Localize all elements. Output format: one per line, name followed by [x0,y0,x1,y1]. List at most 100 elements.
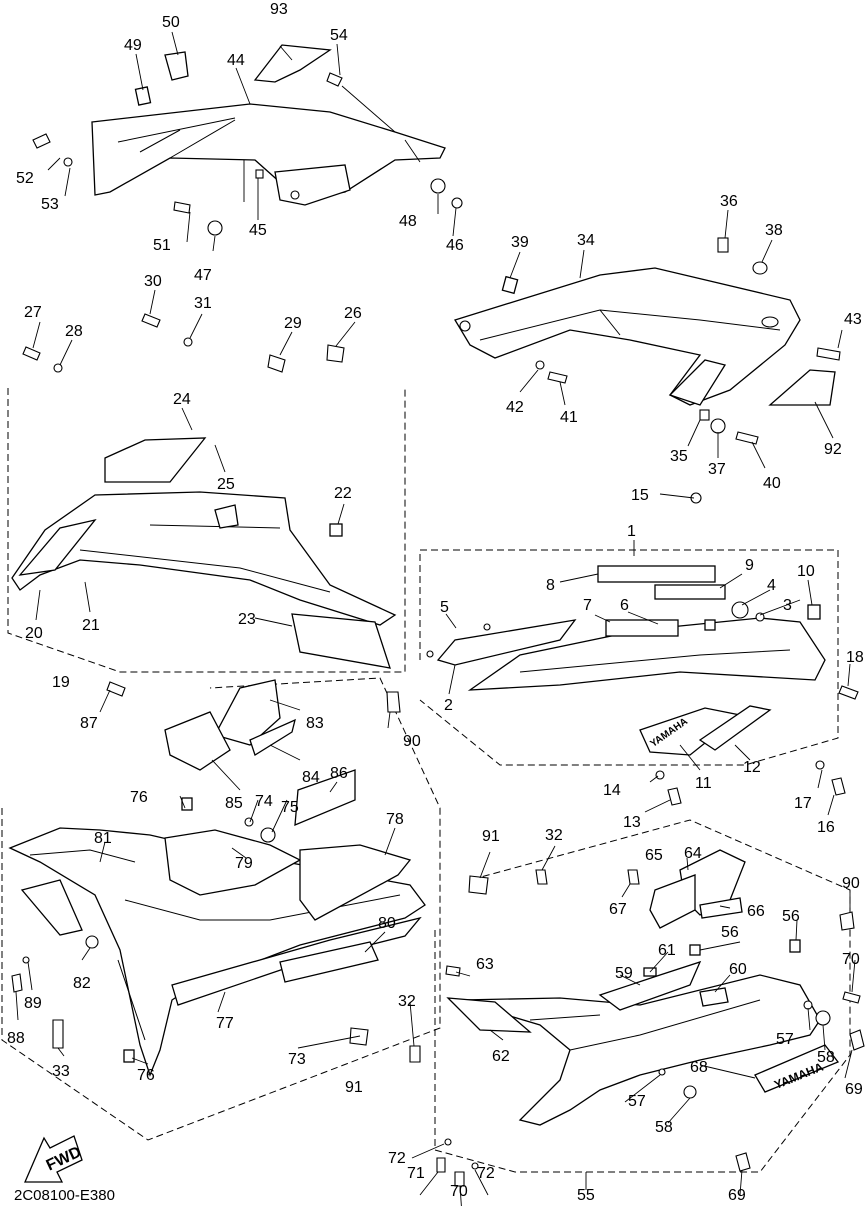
label-part-1: 1 [627,523,636,540]
screw-51 [173,201,191,214]
washer-31 [183,337,193,347]
grommet-75 [260,827,276,843]
diagram-code: 2C08100-E380 [14,1187,115,1204]
screw-63 [445,965,461,977]
label-part-59: 59 [615,965,633,982]
clip-56-upper [789,939,801,953]
washer-89 [22,956,30,964]
reflector-92 [768,369,836,406]
label-part-23: 23 [238,611,256,628]
duct-78 [299,844,412,921]
label-part-73: 73 [288,1051,306,1068]
label-part-27: 27 [24,304,42,321]
label-part-31: 31 [194,295,212,312]
side-cowl-panel [11,491,397,626]
label-part-80: 80 [378,915,396,932]
label-part-19: 19 [52,674,70,691]
label-part-15: 15 [631,487,649,504]
washer-42 [535,360,545,370]
label-part-61: 61 [658,942,676,959]
label-part-29: 29 [284,315,302,332]
lower-cowl-assembly [409,849,865,1187]
label-part-93: 93 [270,1,288,18]
group-boundaries [1,388,851,1173]
label-part-53: 53 [41,196,59,213]
label-part-72b: 72 [477,1165,495,1182]
label-part-24: 24 [173,391,191,408]
label-part-36: 36 [720,193,738,210]
label-part-83: 83 [306,715,324,732]
pad-66 [699,897,743,919]
label-part-88: 88 [7,1030,25,1047]
bolt-18 [838,685,859,700]
label-part-55: 55 [577,1187,595,1204]
label-part-6: 6 [620,597,629,614]
screw-27 [22,346,41,361]
side-cover-assembly [454,237,841,445]
screw-67 [627,869,640,885]
washer-14 [655,770,665,780]
label-part-70a: 70 [842,951,860,968]
panel-62 [446,997,532,1033]
label-part-14: 14 [603,782,621,799]
seal-23 [291,613,391,669]
washer-72-upper [444,1138,452,1146]
label-part-71: 71 [407,1165,425,1182]
label-part-81: 81 [94,830,112,847]
label-part-60: 60 [729,961,747,978]
label-part-51: 51 [153,237,171,254]
label-part-77: 77 [216,1015,234,1032]
label-part-48: 48 [399,213,417,230]
bracket-84 [249,718,296,756]
label-part-66: 66 [747,903,765,920]
washer-53 [63,157,73,167]
label-part-42: 42 [506,399,524,416]
bolt-90-upper [386,691,401,713]
label-part-86: 86 [330,765,348,782]
label-part-57b: 57 [628,1093,646,1110]
bolt-90-lower [839,911,855,931]
label-part-39: 39 [511,234,529,251]
label-part-69a: 69 [845,1081,863,1098]
label-part-22: 22 [334,485,352,502]
label-part-67: 67 [609,901,627,918]
collar-35 [699,409,710,421]
label-part-56b: 56 [721,924,739,941]
washer-17 [815,760,825,770]
label-part-34: 34 [577,232,595,249]
bolt-87 [106,681,126,697]
grommet-82 [85,935,99,949]
label-part-91a: 91 [482,828,500,845]
panel-79 [164,829,302,896]
collar-6 [704,619,716,631]
label-part-82: 82 [73,975,91,992]
label-part-30: 30 [144,273,162,290]
label-part-65: 65 [645,847,663,864]
upper-cowl-bracket [274,164,351,206]
screw-32-lower [409,1045,421,1063]
label-part-76a: 76 [130,789,148,806]
clip-50 [164,51,189,81]
grommet-37 [710,418,726,434]
bracket-65 [649,874,696,929]
bracket-85 [164,711,231,771]
label-part-38: 38 [765,222,783,239]
screw-70-upper [842,991,861,1004]
label-part-18: 18 [846,649,864,666]
label-part-7: 7 [583,597,592,614]
washer-72-lower [471,1162,479,1170]
clip-22 [329,523,343,537]
grommet-38 [752,261,768,275]
label-part-37: 37 [708,461,726,478]
label-part-89: 89 [24,995,42,1012]
label-part-5: 5 [440,599,449,616]
label-part-28: 28 [65,323,83,340]
label-part-50: 50 [162,14,180,31]
clip-39 [501,275,519,295]
label-part-68: 68 [690,1059,708,1076]
label-part-87: 87 [80,715,98,732]
label-part-62: 62 [492,1048,510,1065]
label-part-4: 4 [767,577,776,594]
bracket-59 [598,960,702,1011]
bolt-26 [326,344,345,363]
